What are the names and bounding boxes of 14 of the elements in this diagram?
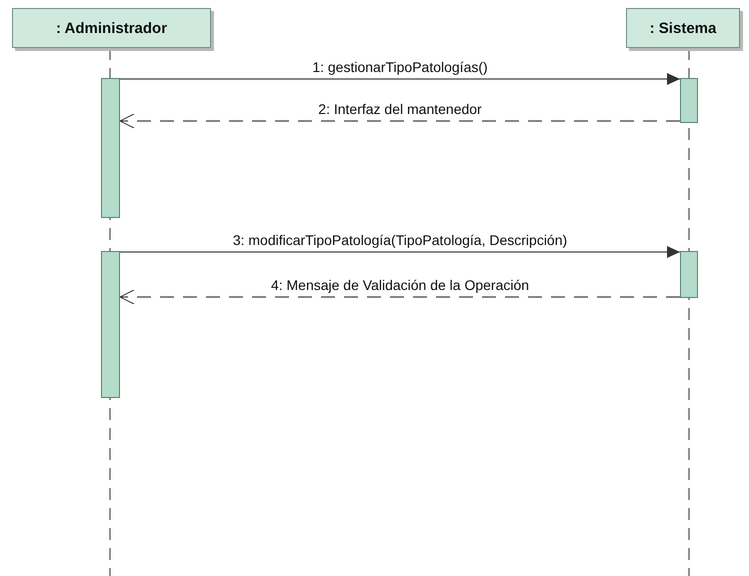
- return-message-arrow: [120, 290, 680, 304]
- message-arrow: [120, 73, 680, 85]
- activation-bar: [101, 251, 120, 398]
- activation-bar: [680, 251, 698, 298]
- activation-bar: [101, 78, 120, 218]
- message-label: 4: Mensaje de Validación de la Operación: [268, 277, 532, 293]
- activation-bar: [680, 78, 698, 123]
- message-label: 2: Interfaz del mantenedor: [316, 101, 484, 117]
- message-label: 1: gestionarTipoPatologías(): [310, 59, 490, 75]
- lifeline-head: : Administrador: [12, 8, 211, 48]
- lifeline-head: : Sistema: [626, 8, 740, 48]
- message-arrow: [120, 246, 680, 258]
- message-label: 3: modificarTipoPatología(TipoPatología, Descripción): [230, 232, 570, 248]
- return-message-arrow: [120, 114, 680, 128]
